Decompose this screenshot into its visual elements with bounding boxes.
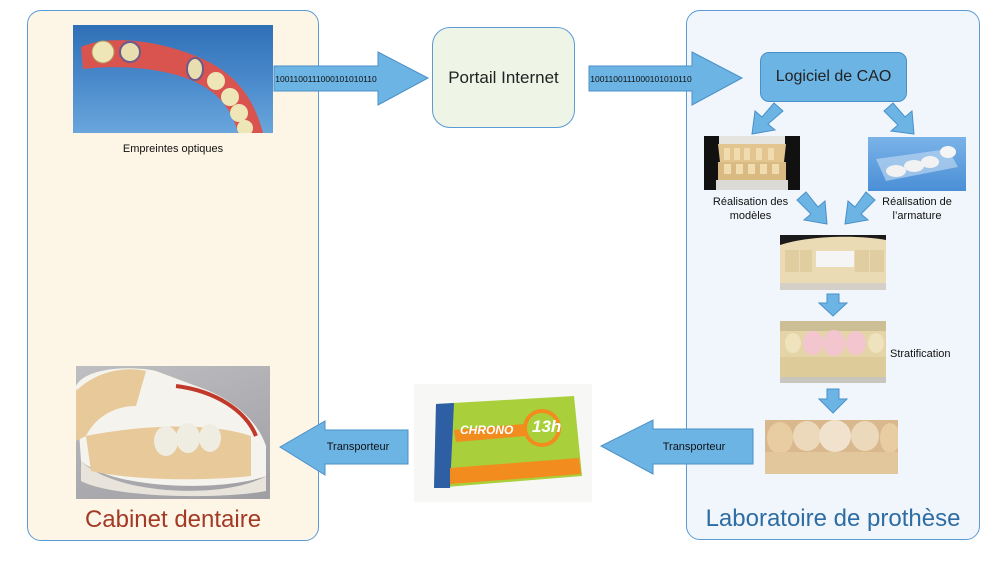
die-to-stratification-arrow [817,293,849,317]
dental-lab-title: Laboratoire de prothèse [705,505,961,532]
models-caption-line1: Réalisation des [712,196,789,208]
stratification-image [780,321,886,383]
optical-impression-caption: Empreintes optiques [122,143,224,155]
models-to-die-arrow [796,191,828,225]
models-image [704,136,800,190]
stratification-to-crown-arrow [817,388,849,414]
cao-software-node: Logiciel de CAO [760,52,907,102]
finished-crown-image [765,420,898,474]
models-caption-line2: modèles [729,210,772,222]
transport-arrow-1-label: Transporteur [326,441,390,453]
dental-office-title: Cabinet dentaire [84,506,262,533]
binary-arrow-1-label: 1001100111000101010110 [275,73,377,84]
cao-to-models-arrow [751,102,784,135]
final-prosthesis-image [76,366,270,499]
transport-arrow-2-label: Transporteur [662,440,726,453]
binary-arrow-2 [588,51,744,106]
stratification-caption: Stratification [890,348,951,360]
package-brand-text: CHRONO [460,423,514,437]
framework-to-die-arrow [844,191,876,225]
framework-caption: Réalisation de l’armature [862,195,972,223]
transport-arrow-1 [279,420,409,476]
cao-to-framework-arrow [883,102,915,135]
optical-impression-image [73,25,273,133]
models-caption: Réalisation des modèles [693,195,808,223]
framework-caption-line2: l’armature [892,210,942,222]
die-model-image [780,235,886,290]
binary-arrow-1 [273,51,430,106]
framework-caption-line1: Réalisation de [882,196,952,208]
cao-software-label: Logiciel de CAO [775,68,892,85]
framework-image [868,137,966,191]
transport-arrow-2 [599,419,754,475]
package-service-text: 13h [532,417,562,436]
binary-arrow-2-label: 1001100111000101010110 [590,73,692,84]
internet-portal-node: Portail Internet [432,27,575,128]
internet-portal-label: Portail Internet [448,67,559,87]
courier-package-image: CHRONO 13h [414,384,592,502]
